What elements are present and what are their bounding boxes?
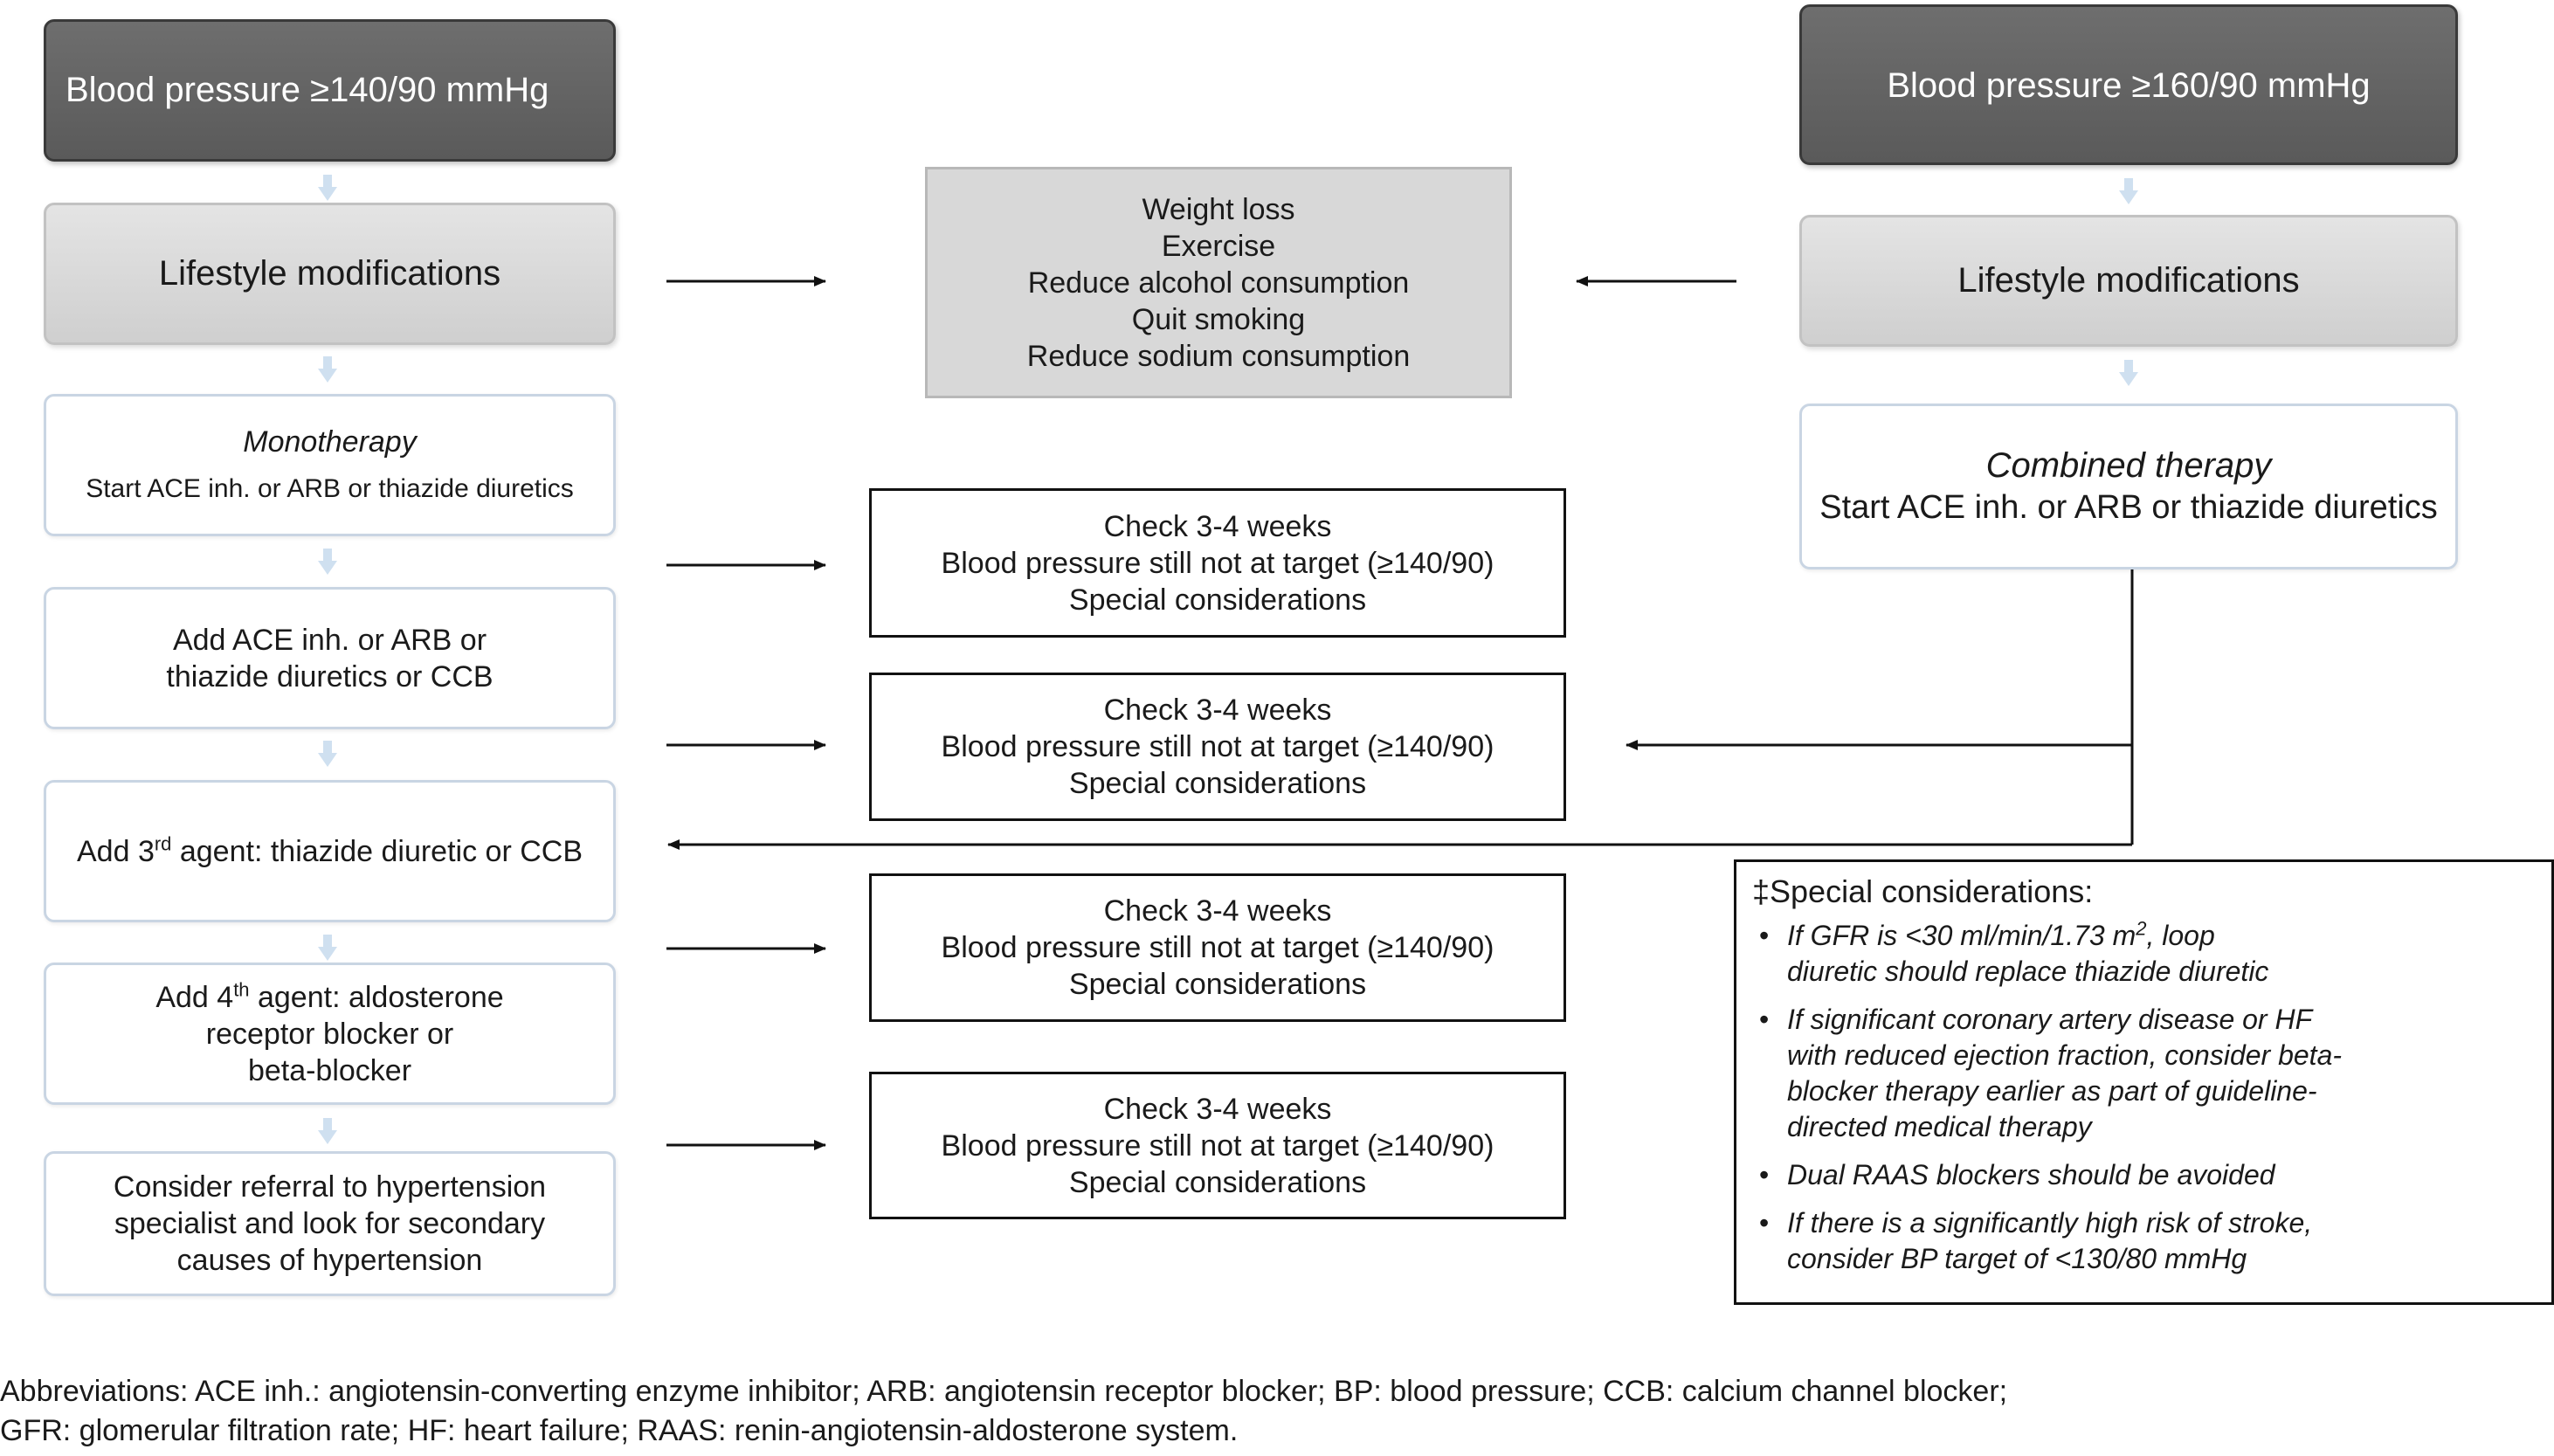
check-line2: Blood pressure still not at target (≥140…: [941, 730, 1494, 763]
add4-line1: Add 4th agent: aldosterone: [155, 979, 503, 1016]
referral-box: Consider referral to hypertension specia…: [44, 1151, 616, 1296]
bullet-icon: •: [1759, 1207, 1770, 1239]
monotherapy-title: Monotherapy: [243, 424, 417, 459]
special-considerations-box: ‡Special considerations: • If GFR is <30…: [1734, 859, 2554, 1305]
check-line3: Special considerations: [1068, 767, 1367, 800]
monotherapy-text: Start ACE inh. or ARB or thiazide diuret…: [86, 473, 574, 503]
bullet-icon: •: [1759, 1159, 1770, 1190]
check-line2: Blood pressure still not at target (≥140…: [941, 546, 1494, 580]
item1-pre: If GFR is <30 ml/min/1.73 m: [1787, 920, 2136, 951]
down-arrow-icon: [318, 741, 337, 767]
special-item2-line: with reduced ejection fraction, consider…: [1787, 1039, 2343, 1071]
lifestyle-item: Exercise: [1161, 229, 1276, 263]
special-item1-line2: diuretic should replace thiazide diureti…: [1787, 956, 2269, 987]
check-box-4: Check 3-4 weeks Blood pressure still not…: [869, 1072, 1566, 1219]
add2-line2: thiazide diuretics or CCB: [166, 659, 494, 693]
add4-pre: Add 4: [155, 980, 234, 1014]
down-arrow-icon: [2119, 178, 2138, 204]
add3-post: agent: thiazide diuretic or CCB: [171, 834, 583, 868]
list-item: • If significant coronary artery disease…: [1752, 1002, 2534, 1145]
down-arrow-icon: [318, 1118, 337, 1144]
down-arrow-icon: [318, 175, 337, 201]
add3-line: Add 3rd agent: thiazide diuretic or CCB: [77, 833, 583, 870]
add-fourth-agent-box: Add 4th agent: aldosterone receptor bloc…: [44, 963, 616, 1105]
add-third-agent-box: Add 3rd agent: thiazide diuretic or CCB: [44, 780, 616, 922]
left-lifestyle-box: Lifestyle modifications: [44, 203, 616, 345]
check-line3: Special considerations: [1068, 968, 1367, 1001]
add4-post: agent: aldosterone: [249, 980, 504, 1014]
combined-title: Combined therapy: [1985, 446, 2272, 485]
abbreviations-line1: Abbreviations: ACE inh.: angiotensin-con…: [0, 1375, 2008, 1408]
check-line2: Blood pressure still not at target (≥140…: [941, 1128, 1494, 1163]
abbreviations-line2: GFR: glomerular filtration rate; HF: hea…: [0, 1414, 1239, 1447]
lifestyle-item: Quit smoking: [1131, 302, 1306, 336]
special-item2-line: If significant coronary artery disease o…: [1787, 1004, 2313, 1035]
refer-line3: causes of hypertension: [176, 1244, 483, 1277]
list-item: • If there is a significantly high risk …: [1752, 1205, 2534, 1277]
lifestyle-item: Reduce alcohol consumption: [1027, 266, 1410, 300]
down-arrow-icon: [318, 356, 337, 383]
monotherapy-box: Monotherapy Start ACE inh. or ARB or thi…: [44, 394, 616, 536]
list-item: • Dual RAAS blockers should be avoided: [1752, 1157, 2534, 1193]
add4-sup: th: [233, 978, 250, 1001]
combined-text: Start ACE inh. or ARB or thiazide diuret…: [1819, 489, 2438, 526]
special-item4-line: consider BP target of <130/80 mmHg: [1787, 1243, 2247, 1274]
check-line1: Check 3-4 weeks: [1103, 1092, 1332, 1126]
lifestyle-item: Weight loss: [1142, 192, 1295, 226]
add3-pre: Add 3: [77, 834, 155, 868]
special-title: ‡Special considerations:: [1752, 873, 2094, 909]
down-arrow-icon: [2119, 360, 2138, 386]
left-start-box: Blood pressure ≥140/90 mmHg: [44, 19, 616, 162]
check-box-3: Check 3-4 weeks Blood pressure still not…: [869, 873, 1566, 1022]
lifestyle-item: Reduce sodium consumption: [1026, 339, 1411, 373]
check-line3: Special considerations: [1068, 1165, 1367, 1199]
down-arrow-icon: [318, 935, 337, 961]
add4-line2: receptor blocker or: [205, 1017, 454, 1051]
check-box-1: Check 3-4 weeks Blood pressure still not…: [869, 488, 1566, 638]
check-line2: Blood pressure still not at target (≥140…: [941, 931, 1494, 964]
list-item: • If GFR is <30 ml/min/1.73 m2, loop diu…: [1752, 918, 2534, 990]
add3-sup: rd: [154, 832, 172, 855]
check-box-2: Check 3-4 weeks Blood pressure still not…: [869, 673, 1566, 821]
check-line3: Special considerations: [1068, 583, 1367, 617]
add-second-agent-box: Add ACE inh. or ARB or thiazide diuretic…: [44, 587, 616, 729]
check-line1: Check 3-4 weeks: [1103, 693, 1332, 727]
item1-sup: 2: [2136, 917, 2147, 940]
special-item2-line: blocker therapy earlier as part of guide…: [1787, 1075, 2317, 1107]
special-item2-line: directed medical therapy: [1787, 1111, 2092, 1142]
refer-line1: Consider referral to hypertension: [113, 1170, 547, 1204]
refer-line2: specialist and look for secondary: [114, 1207, 546, 1240]
abbreviations-footnote: Abbreviations: ACE inh.: angiotensin-con…: [0, 1372, 2554, 1451]
lifestyle-measures-box: Weight loss Exercise Reduce alcohol cons…: [925, 167, 1512, 398]
add4-line3: beta-blocker: [247, 1053, 412, 1087]
right-start-box: Blood pressure ≥160/90 mmHg: [1799, 4, 2458, 165]
special-item3: Dual RAAS blockers should be avoided: [1787, 1159, 2275, 1190]
special-list: • If GFR is <30 ml/min/1.73 m2, loop diu…: [1752, 918, 2534, 1277]
right-start-label: Blood pressure ≥160/90 mmHg: [1887, 66, 2371, 105]
right-lifestyle-box: Lifestyle modifications: [1799, 215, 2458, 347]
special-item4-line: If there is a significantly high risk of…: [1787, 1207, 2313, 1239]
combined-therapy-box: Combined therapy Start ACE inh. or ARB o…: [1799, 404, 2458, 569]
special-item1-line1: If GFR is <30 ml/min/1.73 m2, loop: [1787, 918, 2534, 954]
check-line1: Check 3-4 weeks: [1103, 509, 1332, 543]
check-line1: Check 3-4 weeks: [1103, 894, 1332, 928]
down-arrow-icon: [318, 549, 337, 575]
bullet-icon: •: [1759, 920, 1770, 951]
left-lifestyle-label: Lifestyle modifications: [158, 254, 501, 293]
item1-post: , loop: [2146, 920, 2215, 951]
bullet-icon: •: [1759, 1004, 1770, 1035]
left-start-label: Blood pressure ≥140/90 mmHg: [66, 71, 549, 109]
add2-line1: Add ACE inh. or ARB or: [172, 623, 487, 657]
right-lifestyle-label: Lifestyle modifications: [1957, 261, 2300, 300]
